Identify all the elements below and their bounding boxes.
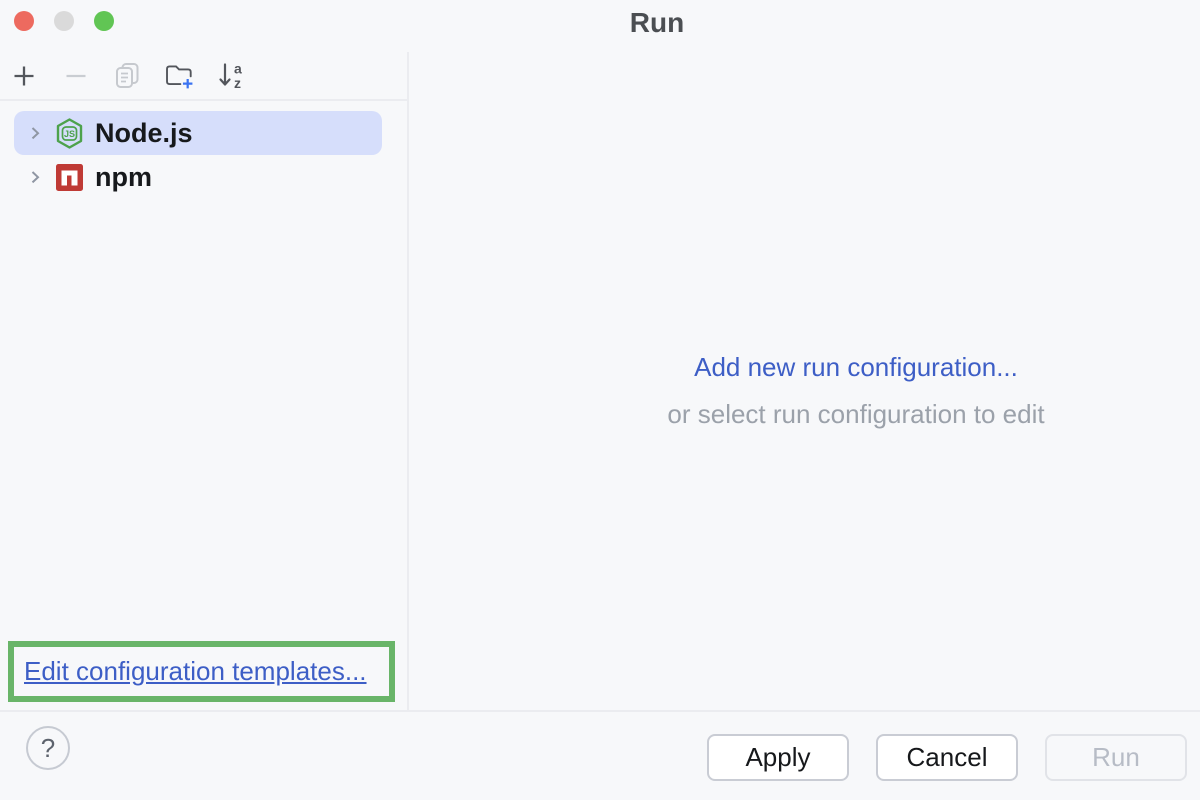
empty-state-hint: or select run configuration to edit [667,399,1045,429]
svg-text:JS: JS [64,129,75,139]
title-bar: Run [0,0,1200,52]
svg-text:a: a [234,61,242,77]
dialog-footer: ? Apply Cancel Run [0,710,1200,800]
minimize-window-button[interactable] [54,11,74,31]
copy-icon[interactable] [112,60,143,91]
configuration-editor-panel: Add new run configuration... or select r… [409,52,1200,710]
traffic-lights [14,11,114,31]
run-button[interactable]: Run [1045,734,1187,781]
edit-configuration-templates-link[interactable]: Edit configuration templates... [24,656,367,686]
window-title: Run [629,7,685,38]
tree-item-nodejs[interactable]: JS Node.js [14,111,382,155]
tree-item-npm[interactable]: npm [14,155,382,199]
dialog-content: a z JS Node.js [0,52,1200,710]
close-window-button[interactable] [14,11,34,31]
sidebar-toolbar: a z [0,52,407,101]
configurations-tree: JS Node.js npm [0,101,407,199]
new-folder-icon[interactable] [164,60,195,91]
help-button[interactable]: ? [26,726,70,770]
zoom-window-button[interactable] [94,11,114,31]
npm-icon [54,161,85,194]
chevron-right-icon[interactable] [26,168,44,186]
annotation-highlight-box: Edit configuration templates... [8,641,395,702]
cancel-button[interactable]: Cancel [876,734,1018,781]
configurations-sidebar: a z JS Node.js [0,52,409,710]
tree-item-label: Node.js [95,117,193,148]
footer-buttons: Apply Cancel Run [707,734,1187,781]
sort-alphabetically-icon[interactable]: a z [216,60,247,91]
add-icon[interactable] [8,60,39,91]
question-mark-icon: ? [40,732,56,763]
apply-button[interactable]: Apply [707,734,849,781]
svg-text:z: z [234,75,241,91]
add-new-run-configuration-link[interactable]: Add new run configuration... [694,352,1018,382]
tree-item-label: npm [95,161,152,192]
chevron-right-icon[interactable] [26,124,44,142]
empty-state: Add new run configuration... or select r… [409,352,1200,430]
remove-icon[interactable] [60,60,91,91]
nodejs-icon: JS [54,117,85,150]
